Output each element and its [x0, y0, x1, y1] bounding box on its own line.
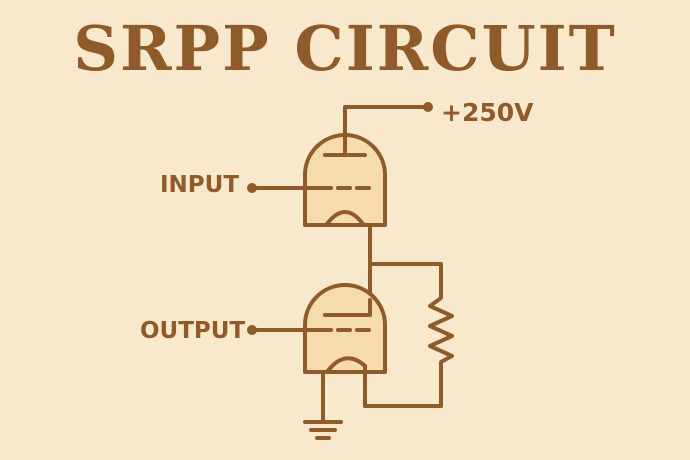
output-label: OUTPUT: [140, 318, 246, 344]
ground-symbol: [303, 420, 343, 440]
lower-tube: [303, 283, 387, 408]
upper-cathode: [325, 210, 365, 226]
input-wire: [247, 183, 319, 193]
output-wire: [247, 325, 319, 335]
ground-wire: [321, 370, 443, 422]
cathode-resistor: [428, 290, 454, 408]
supply-terminal: [423, 102, 433, 112]
supply-voltage-label: +250V: [441, 98, 534, 127]
page-title: SRPP CIRCUIT: [73, 12, 617, 85]
upper-tube: [303, 128, 387, 227]
midpoint-wire: [368, 223, 443, 302]
lower-cathode: [325, 356, 367, 374]
input-label: INPUT: [160, 172, 240, 198]
